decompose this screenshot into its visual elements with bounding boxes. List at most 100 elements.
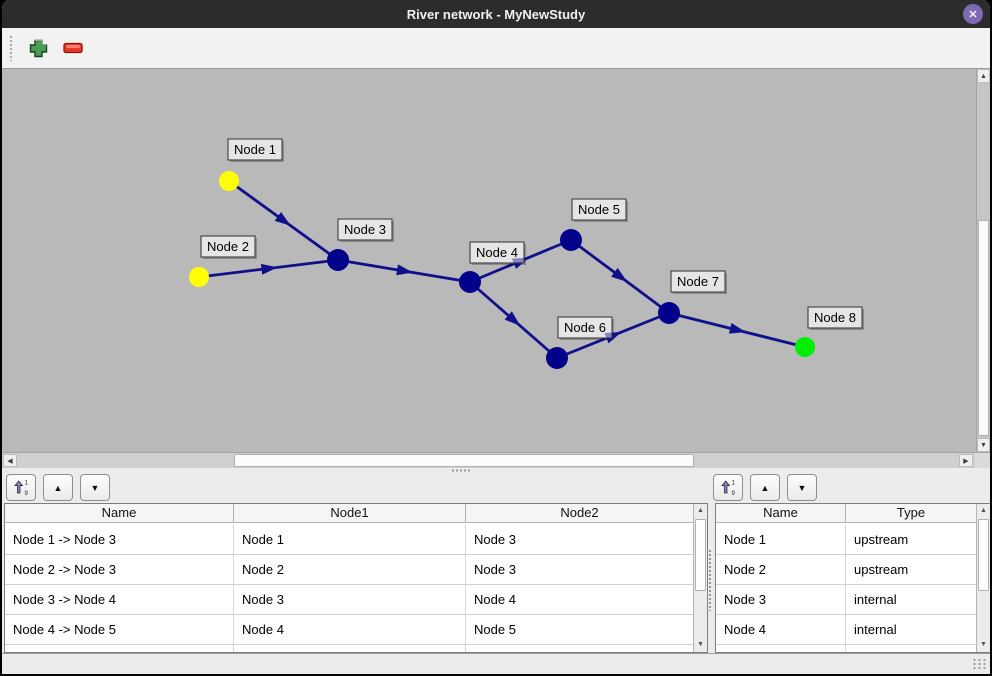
pane-splitter[interactable] <box>2 468 990 473</box>
network-node[interactable] <box>219 171 239 191</box>
title-bar[interactable]: River network - MyNewStudy ✕ <box>2 0 990 28</box>
table-row[interactable]: Node 1 upstream <box>716 525 976 555</box>
canvas-horizontal-scrollbar[interactable]: ◀ ▶ <box>2 452 990 468</box>
table-cell[interactable]: Node 4 <box>234 615 466 644</box>
table-cell[interactable] <box>5 645 234 652</box>
network-node[interactable] <box>327 249 349 271</box>
table-cell[interactable]: Node 3 <box>474 562 516 577</box>
network-node[interactable] <box>459 271 481 293</box>
remove-button[interactable] <box>59 34 87 62</box>
move-up-nodes-button[interactable]: ▲ <box>750 474 780 501</box>
table-cell[interactable]: Node 4 -> Node 5 <box>5 615 234 644</box>
svg-text:1: 1 <box>732 481 736 487</box>
edge-arrow-icon <box>260 263 278 275</box>
table-row[interactable] <box>716 645 976 652</box>
node-label: Node 3 <box>337 218 394 242</box>
edge-arrow-icon <box>728 322 746 334</box>
table-cell[interactable]: Node 1 -> Node 3 <box>5 525 234 554</box>
network-node[interactable] <box>795 337 815 357</box>
table-cell[interactable]: Node 5 <box>474 622 516 637</box>
add-button[interactable] <box>24 34 52 62</box>
scroll-left-button[interactable]: ◀ <box>3 454 17 467</box>
table-scroll-thumb[interactable] <box>978 519 989 591</box>
canvas-vertical-scrollbar[interactable]: ▲ ▼ <box>976 69 990 452</box>
column-header[interactable]: Name <box>716 504 846 523</box>
move-up-links-button[interactable]: ▲ <box>43 474 73 501</box>
move-down-nodes-button[interactable]: ▼ <box>787 474 817 501</box>
scroll-up-button[interactable]: ▲ <box>694 504 707 518</box>
table-row[interactable]: Node 3 internal <box>716 585 976 615</box>
network-node[interactable] <box>560 229 582 251</box>
column-header[interactable]: Name <box>5 504 234 523</box>
sort-nodes-button[interactable]: 1 9 <box>713 474 743 501</box>
tables-splitter-handle[interactable] <box>708 549 713 611</box>
move-down-links-button[interactable]: ▼ <box>80 474 110 501</box>
scroll-down-button[interactable]: ▼ <box>977 438 990 452</box>
table-cell[interactable]: Node 3 <box>474 532 516 547</box>
scroll-up-button[interactable]: ▲ <box>977 69 990 83</box>
column-header[interactable]: Node2 <box>466 504 693 523</box>
column-header[interactable]: Type <box>846 504 976 523</box>
table-cell[interactable]: Node 3 <box>234 585 466 614</box>
sort-links-button[interactable]: 1 9 <box>6 474 36 501</box>
splitter-grip-handle[interactable] <box>451 469 470 472</box>
scroll-right-button[interactable]: ▶ <box>959 454 973 467</box>
network-node[interactable] <box>546 347 568 369</box>
node-label: Node 8 <box>807 306 864 330</box>
vertical-scroll-thumb[interactable] <box>978 220 989 436</box>
edge-arrow-overlay-icon <box>604 332 622 344</box>
scroll-down-button[interactable]: ▼ <box>694 638 707 652</box>
table-cell[interactable]: Node 1 <box>234 525 466 554</box>
table-cell[interactable]: internal <box>854 622 897 637</box>
window-title: River network - MyNewStudy <box>406 6 586 22</box>
table-cell[interactable] <box>466 645 693 652</box>
table-cell[interactable]: Node 1 <box>716 525 846 554</box>
table-cell[interactable]: Node 4 <box>474 592 516 607</box>
nodes-table-scrollbar[interactable]: ▲ ▼ <box>976 504 990 652</box>
table-cell[interactable]: Node 4 <box>716 615 846 644</box>
table-cell[interactable]: Node 2 <box>716 555 846 584</box>
table-cell[interactable]: upstream <box>854 562 909 577</box>
table-row[interactable]: Node 4 internal <box>716 615 976 645</box>
svg-text:Node 3: Node 3 <box>344 222 386 237</box>
table-cell[interactable] <box>716 645 846 652</box>
table-cell[interactable]: Node 3 -> Node 4 <box>5 585 234 614</box>
table-cell[interactable]: upstream <box>854 532 909 547</box>
svg-text:9: 9 <box>25 491 29 496</box>
network-node[interactable] <box>189 267 209 287</box>
node-label: Node 2 <box>200 235 257 259</box>
table-cell[interactable] <box>234 645 466 652</box>
table-cell[interactable]: Node 2 -> Node 3 <box>5 555 234 584</box>
horizontal-scroll-thumb[interactable] <box>234 454 694 467</box>
node-label: Node 6 <box>557 316 614 340</box>
scroll-up-button[interactable]: ▲ <box>977 504 990 518</box>
table-scroll-thumb[interactable] <box>695 519 706 591</box>
table-cell[interactable]: Node 3 <box>716 585 846 614</box>
status-bar <box>2 653 990 674</box>
svg-text:9: 9 <box>732 491 736 496</box>
table-row[interactable] <box>5 645 693 652</box>
table-cell[interactable] <box>846 645 976 652</box>
toolbar-grip-handle[interactable] <box>9 35 14 61</box>
sort-ascending-icon: 1 9 <box>721 480 736 496</box>
svg-text:Node 7: Node 7 <box>677 274 719 289</box>
network-node[interactable] <box>658 302 680 324</box>
window-resize-grip[interactable] <box>972 658 986 671</box>
close-icon: ✕ <box>968 8 978 21</box>
table-cell[interactable]: Node 2 <box>234 555 466 584</box>
column-header[interactable]: Node1 <box>234 504 466 523</box>
table-row[interactable]: Node 2 upstream <box>716 555 976 585</box>
table-cell[interactable]: internal <box>854 592 897 607</box>
node-label: Node 1 <box>227 138 284 162</box>
close-button[interactable]: ✕ <box>963 4 983 24</box>
links-table-scrollbar[interactable]: ▲ ▼ <box>693 504 707 652</box>
scroll-down-button[interactable]: ▼ <box>977 638 990 652</box>
